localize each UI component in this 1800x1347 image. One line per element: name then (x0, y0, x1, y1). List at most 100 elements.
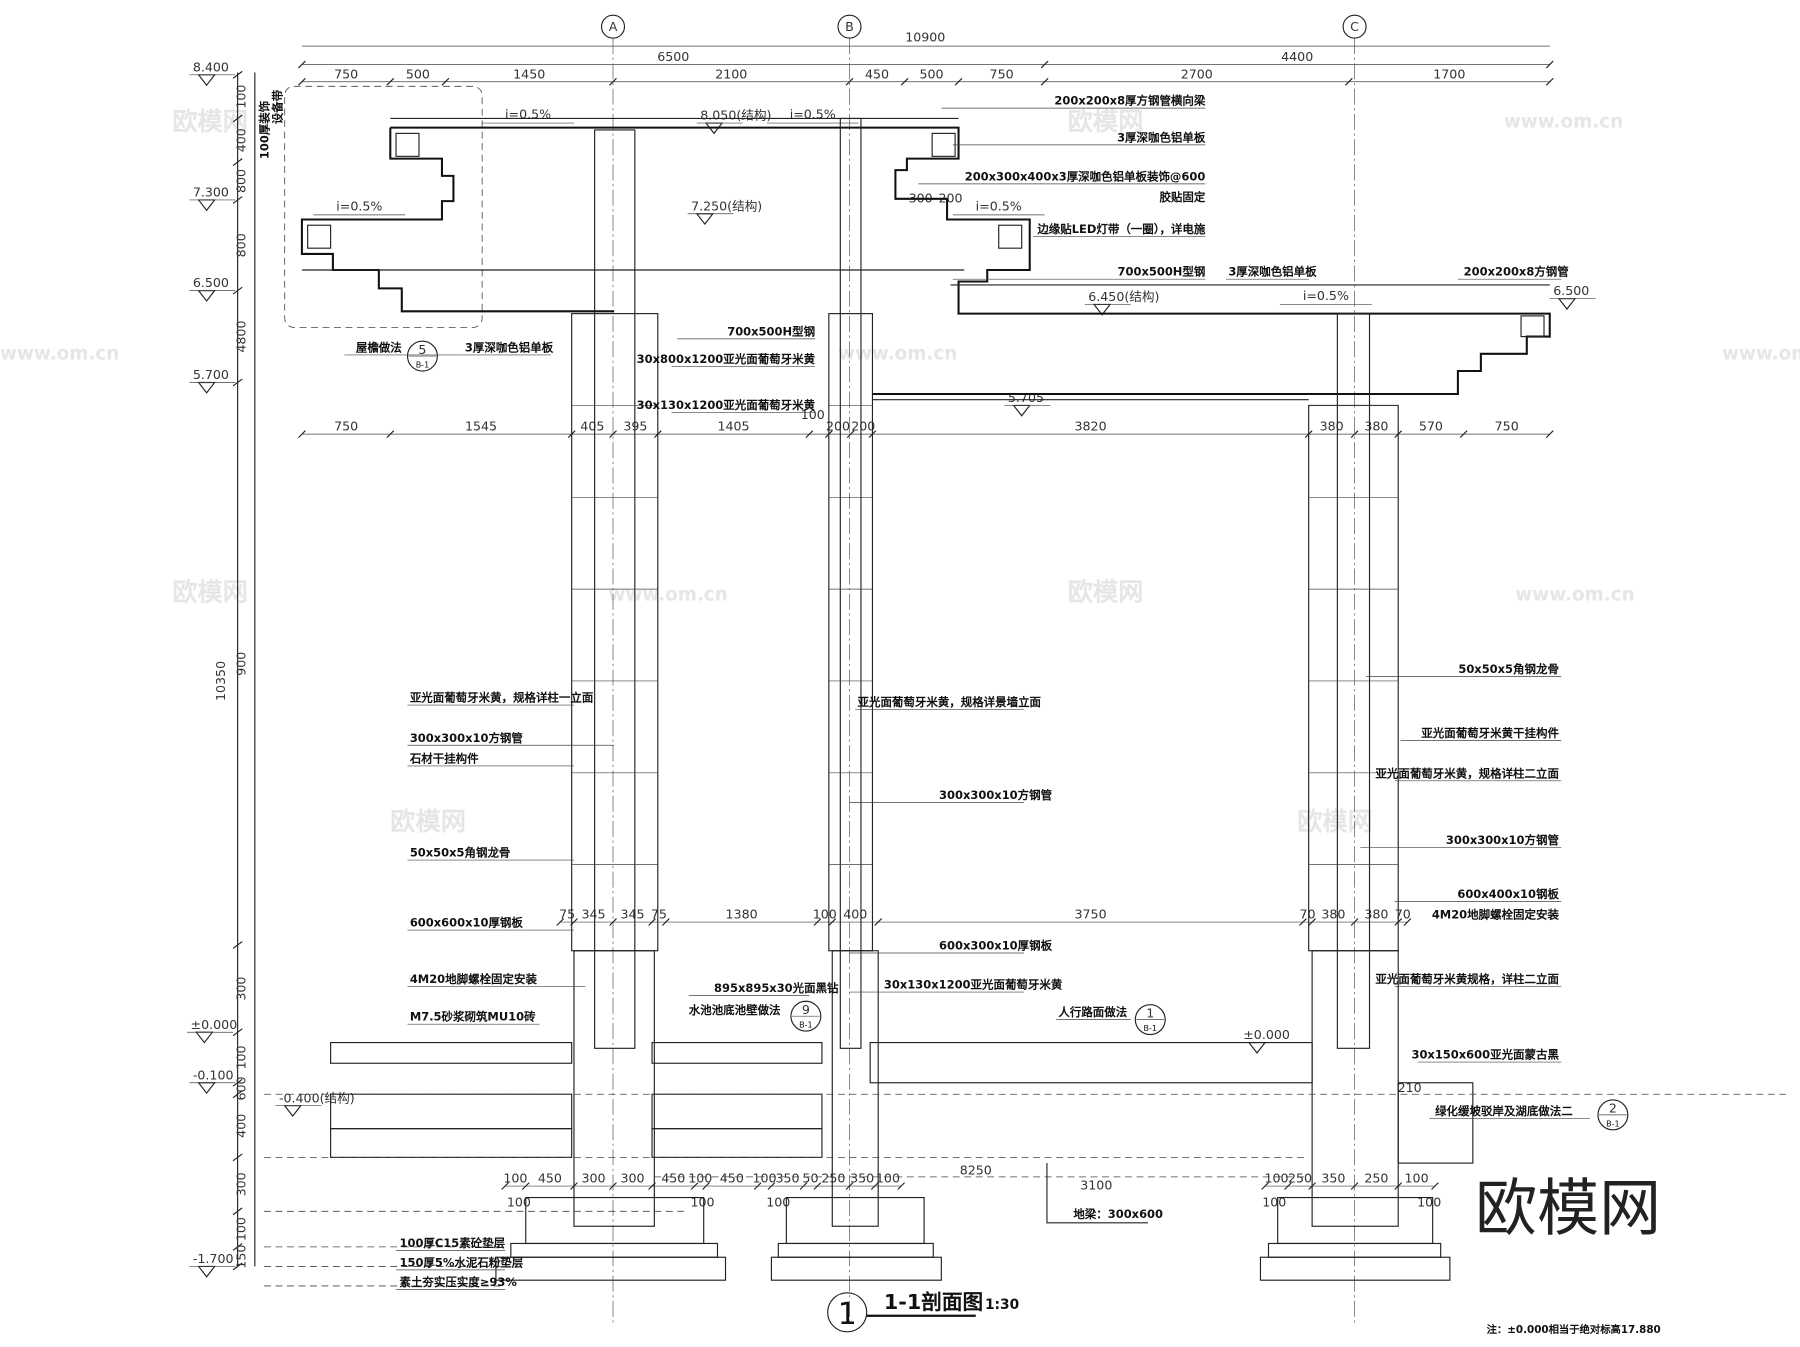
dimension-text: 300 (909, 190, 933, 205)
dimension-tick (386, 77, 395, 86)
dimension-text: 75 (651, 907, 667, 922)
dimension-text: 4400 (1281, 49, 1313, 64)
dimension-text: 380 (1364, 419, 1388, 434)
dimension-text: 300 (581, 1171, 605, 1186)
slope-text: i=0.5% (336, 198, 382, 213)
dimension-text: 75 (559, 907, 575, 922)
callout-circle (790, 1000, 822, 1032)
side-label: 设备带 (270, 89, 284, 124)
svg-text:欧模网: 欧模网 (172, 107, 248, 136)
dimension-tick (828, 918, 837, 926)
callout-circle (1597, 1099, 1629, 1131)
level-triangle-icon (197, 199, 216, 212)
dimension-text: 750 (334, 66, 358, 81)
level-text: -0.400(结构) (279, 1090, 355, 1105)
callout-sheet: B-1 (799, 1021, 813, 1030)
dimension-text: 450 (865, 66, 889, 81)
callout-circle (1134, 1004, 1166, 1036)
dimension-tick (846, 430, 855, 439)
annotation-alu-deco: 200x300x400x3厚深咖色铝单板装饰@600 (965, 169, 1206, 183)
annotation-l-brick: M7.5砂浆砌筑MU10砖 (410, 1010, 536, 1024)
annotation-r-black: 30x150x600亚光面蒙古黑 (1411, 1048, 1559, 1062)
dimension-text: 350 (775, 1171, 799, 1186)
dimension-text: 100 (801, 407, 825, 422)
dimension-tick (1459, 430, 1468, 439)
dimension-tick (767, 1182, 776, 1190)
dimension-text: 6500 (657, 49, 689, 64)
level-text: 6.500 (193, 275, 229, 290)
dimension-text: 100 (766, 1195, 790, 1210)
dimension-text: 8250 (960, 1163, 992, 1178)
annotation-r-stone: 亚光面葡萄牙米黄，规格详柱二立面 (1375, 766, 1559, 780)
annotation-pavement: 人行路面做法 (1058, 1005, 1127, 1019)
dimension-tick (648, 918, 656, 926)
annotation-m-stone130: 30x130x1200亚光面葡萄牙米黄 (884, 978, 1063, 992)
dimension-text: 1450 (513, 66, 545, 81)
dimension-tick (897, 1182, 905, 1190)
dimension-text: 150 (234, 1245, 249, 1269)
svg-text:www.om.cn: www.om.cn (1515, 585, 1634, 606)
dimension-tick (813, 1182, 822, 1190)
dimension-text: 210 (1398, 1080, 1422, 1095)
dimension-tick (690, 1182, 699, 1190)
annotations: 200x200x8厚方钢管横向梁3厚深咖色铝单板200x300x400x3厚深咖… (344, 94, 1590, 1290)
axis-c-label: C (1350, 19, 1359, 34)
dimension-tick (298, 77, 306, 86)
dimension-text: 400 (234, 1114, 249, 1138)
callout-number: 5 (418, 342, 426, 357)
dimension-tick (609, 918, 617, 926)
dimension-text: 380 (1364, 907, 1388, 922)
dimension-text: 100 (234, 85, 249, 109)
annotation-hbeam-l: 700x500H型钢 (727, 324, 815, 338)
title-scale: 1:30 (985, 1297, 1019, 1313)
dimension-tick (1545, 77, 1554, 86)
dimension-text: 100 (753, 1171, 777, 1186)
side-label: 100厚装饰 (258, 100, 272, 159)
dimension-tick (1403, 918, 1412, 926)
dimension-text: 500 (920, 66, 944, 81)
annotation-l-stone: 亚光面葡萄牙米黄，规格详柱一立面 (410, 691, 594, 705)
level-text: 6.500 (1553, 283, 1589, 298)
dimension-tick (900, 77, 909, 86)
dimension-text: 100 (1264, 1171, 1288, 1186)
dimension-tick (1350, 1182, 1359, 1190)
dimension-text: 400 (843, 907, 867, 922)
dimension-text: 1405 (717, 419, 749, 434)
dimension-text: 250 (821, 1171, 845, 1186)
dimension-tick (954, 77, 963, 86)
level-text: -0.100 (193, 1067, 234, 1082)
level-text: 7.250(结构) (691, 198, 762, 213)
svg-text:欧模网: 欧模网 (172, 578, 248, 607)
dimension-text: 100 (1417, 1195, 1441, 1210)
annotation-r-bank: 绿化缓坡驳岸及湖底做法二 (1435, 1104, 1573, 1118)
dimension-text: 200 (938, 190, 962, 205)
annotation-pool: 水池池底池壁做法 (689, 1003, 781, 1017)
dimension-text: 250 (1364, 1171, 1388, 1186)
dimension-tick (874, 918, 883, 926)
dimension-text: 100 (503, 1171, 527, 1186)
svg-text:www.om.cn: www.om.cn (608, 585, 727, 606)
dimension-text: 345 (581, 907, 605, 922)
slope-text: i=0.5% (505, 106, 551, 121)
dimension-text: 100 (688, 1171, 712, 1186)
dimension-tick (1350, 430, 1359, 439)
annotation-l-bolt: 4M20地脚螺栓固定安装 (410, 972, 538, 986)
annotation-m-tube: 300x300x10方钢管 (939, 788, 1053, 802)
level-triangle-icon (197, 1082, 216, 1095)
dimension-text: 200 (826, 419, 850, 434)
svg-text:www.om.cn: www.om.cn (838, 344, 957, 365)
dimension-tick (1299, 918, 1307, 926)
annotation-alu3: 3厚深咖色铝单板 (465, 340, 554, 354)
svg-text:欧模网: 欧模网 (390, 807, 466, 836)
dimension-tick (1308, 918, 1316, 926)
dimension-text: 500 (406, 66, 430, 81)
dimension-tick (1040, 77, 1049, 86)
annotation-stonepowder: 150厚5%水泥石粉垫层 (399, 1255, 523, 1269)
annotation-hbeam-r: 700x500H型钢 (1118, 265, 1206, 279)
watermarks: 欧模网 欧模网 欧模网 欧模网 欧模网 欧模网 www.om.cn www.om… (0, 107, 1800, 836)
callout-number: 2 (1609, 1101, 1617, 1116)
elevation-scale: 10350 1004008008004800900300100600400300… (187, 59, 1596, 1278)
dimension-text: 250 (1288, 1171, 1312, 1186)
